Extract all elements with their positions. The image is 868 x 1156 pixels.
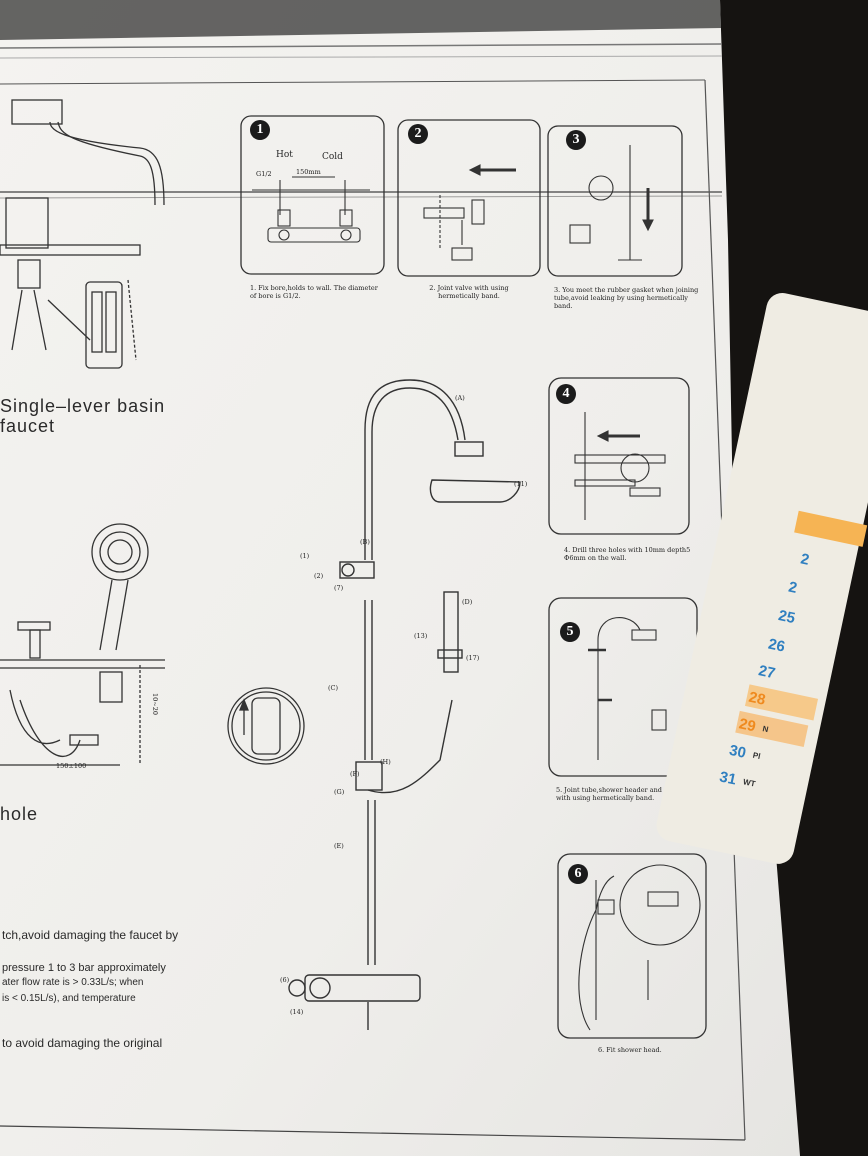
part-label: (13) bbox=[414, 632, 428, 640]
part-label: (F) bbox=[350, 770, 360, 778]
part-label: (1) bbox=[300, 552, 310, 560]
note-line-1: tch,avoid damaging the faucet by bbox=[2, 928, 179, 942]
three-hole-heading: hole bbox=[0, 804, 39, 824]
part-label: (G) bbox=[334, 788, 345, 796]
card-row-label: 29 bbox=[737, 715, 758, 736]
dimension-side: 10~20 bbox=[151, 693, 159, 715]
part-label: (H) bbox=[380, 758, 391, 766]
basin-faucet-heading: Single–lever basin bbox=[0, 396, 166, 416]
dimension-bottom: 150±100 bbox=[56, 762, 87, 770]
step-4-badge: 4 bbox=[556, 384, 576, 404]
cold-label: Cold bbox=[322, 152, 343, 162]
note-line-5: to avoid damaging the original bbox=[2, 1036, 163, 1050]
card-row-label: 31 bbox=[717, 768, 738, 789]
part-label: (11) bbox=[514, 480, 528, 488]
step-5-caption: 5. Joint tube,shower header and main set… bbox=[556, 786, 693, 802]
step-3-caption: 3. You meet the rubber gasket when joini… bbox=[554, 286, 699, 310]
part-label: (14) bbox=[290, 1008, 304, 1016]
part-label: (7) bbox=[334, 584, 344, 592]
part-label: (B) bbox=[360, 538, 370, 546]
step-1-caption: 1. Fix bore,holds to wall. The diameter … bbox=[250, 284, 378, 300]
card-row-label: 27 bbox=[756, 662, 777, 683]
card-row-label: 30 bbox=[727, 741, 748, 762]
hot-label: Hot bbox=[276, 150, 293, 160]
part-label: (17) bbox=[466, 654, 480, 662]
part-label: (A) bbox=[455, 394, 465, 402]
card-row-label: 2 bbox=[799, 550, 811, 569]
note-line-3: ater flow rate is > 0.33L/s; when bbox=[2, 977, 144, 988]
note-line-4: is < 0.15L/s), and temperature bbox=[2, 993, 136, 1004]
step-6-badge: 6 bbox=[568, 864, 588, 884]
step-5-badge: 5 bbox=[560, 622, 580, 642]
card-row-suffix: WT bbox=[742, 777, 757, 789]
card-row-bar bbox=[794, 510, 868, 547]
card-row-label: 2 bbox=[786, 578, 799, 597]
step-1-badge: 1 bbox=[250, 120, 270, 140]
step-2-badge: 2 bbox=[408, 124, 428, 144]
card-row-label: 28 bbox=[747, 688, 768, 709]
part-label: (2) bbox=[314, 572, 324, 580]
step-6-caption: 6. Fit shower head. bbox=[598, 1046, 662, 1054]
card-row-label: 25 bbox=[776, 607, 797, 628]
step-4-caption: 4. Drill three holes with 10mm depth5 Φ6… bbox=[564, 546, 691, 562]
part-label: (C) bbox=[328, 684, 339, 692]
spacing-label: 150mm bbox=[296, 168, 321, 176]
step-3-badge: 3 bbox=[566, 130, 586, 150]
step-2-caption: 2. Joint valve with using hermetically b… bbox=[429, 284, 509, 300]
note-line-2: pressure 1 to 3 bar approximately bbox=[2, 962, 166, 974]
basin-faucet-subheading: faucet bbox=[0, 416, 56, 436]
part-label: (6) bbox=[280, 976, 290, 984]
card-row-suffix: Pl bbox=[751, 750, 762, 762]
thread-size-label: G1/2 bbox=[256, 170, 272, 178]
part-label: (E) bbox=[334, 842, 344, 850]
card-row-label: 26 bbox=[766, 635, 787, 656]
part-label: (D) bbox=[462, 598, 473, 606]
